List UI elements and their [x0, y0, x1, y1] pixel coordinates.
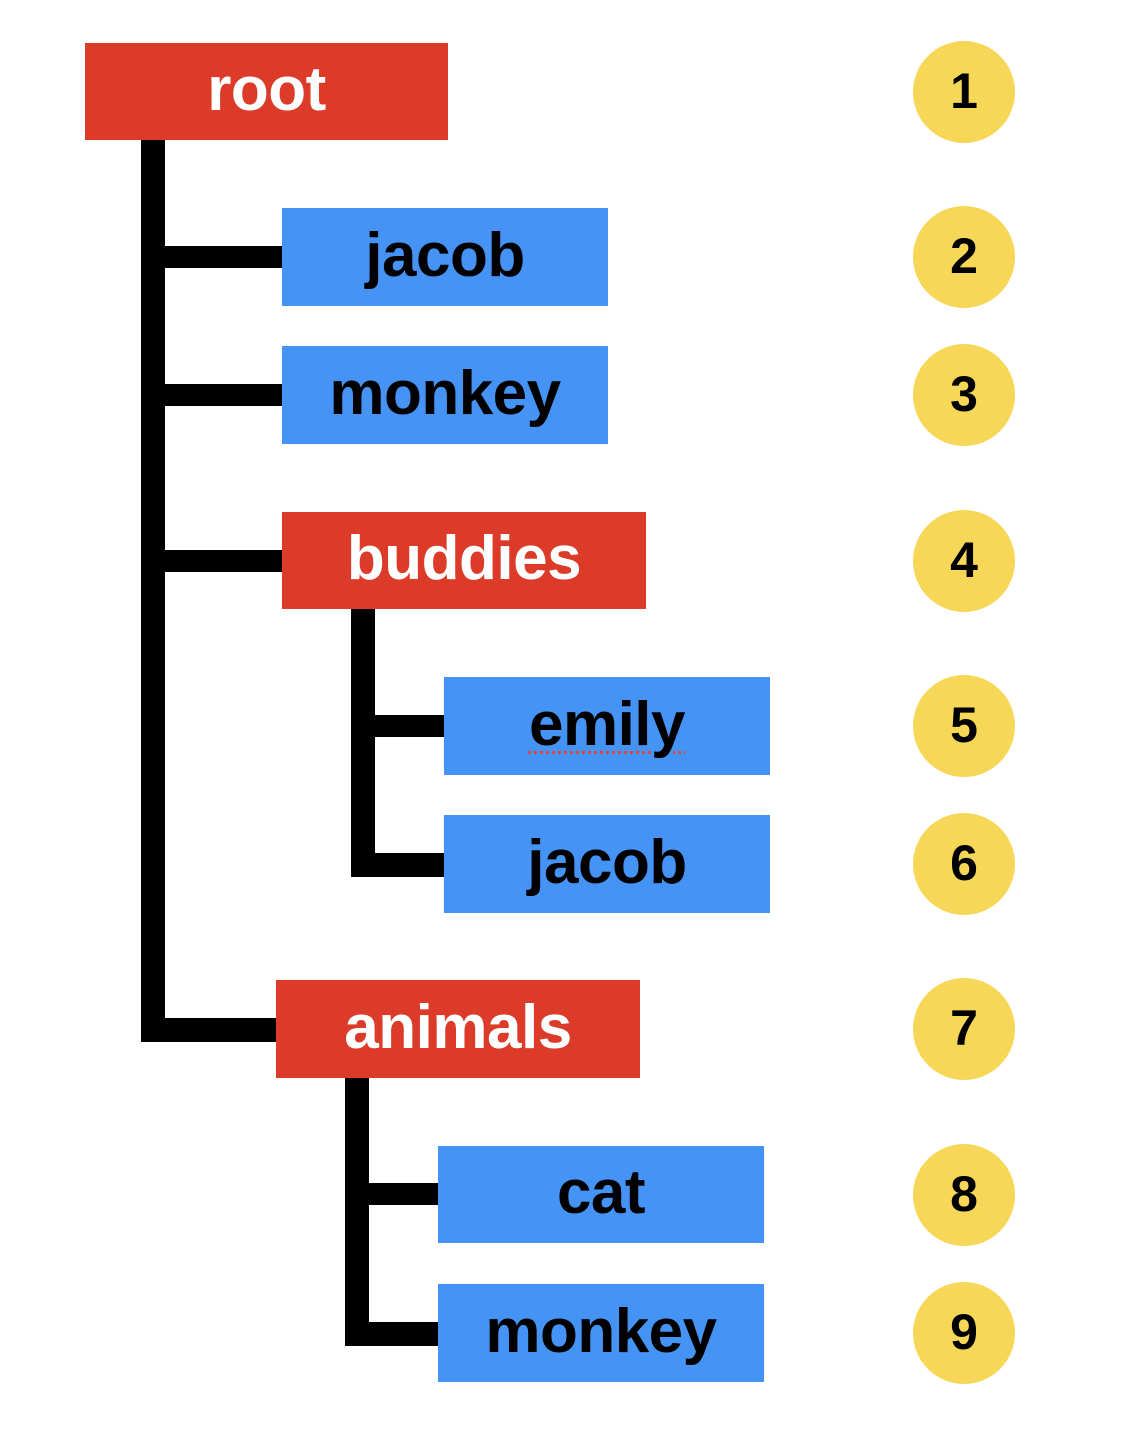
badge-number: 9 — [950, 1304, 978, 1360]
node-label: animals — [344, 992, 572, 1062]
node-animals-monkey: monkey — [438, 1284, 764, 1382]
branch-connector-buddies-jacob — [351, 853, 446, 877]
root-trunk-connector — [141, 139, 165, 1042]
node-label: buddies — [346, 524, 582, 593]
node-animals: animals — [276, 980, 640, 1078]
node-root: root — [85, 43, 448, 140]
number-badge-8: 8 — [913, 1144, 1015, 1246]
animals-trunk-connector — [345, 1076, 369, 1346]
number-badge-7: 7 — [913, 978, 1015, 1080]
node-monkey: monkey — [282, 346, 608, 444]
badge-number: 3 — [950, 366, 978, 422]
branch-connector-monkey — [141, 384, 284, 406]
badge-number: 6 — [950, 835, 978, 891]
badge-number: 8 — [950, 1166, 978, 1222]
branch-connector-animals-monkey — [345, 1322, 440, 1346]
node-jacob: jacob — [282, 208, 608, 306]
branch-connector-cat — [345, 1183, 440, 1205]
badge-number: 2 — [950, 228, 978, 284]
branch-connector-buddies — [141, 550, 284, 572]
number-badge-5: 5 — [913, 675, 1015, 777]
node-cat: cat — [438, 1146, 764, 1243]
node-emily: emily — [444, 677, 770, 775]
number-badge-6: 6 — [913, 813, 1015, 915]
badge-number: 7 — [950, 1000, 978, 1056]
badge-number: 4 — [950, 532, 978, 588]
number-badge-1: 1 — [913, 41, 1015, 143]
branch-connector-jacob — [141, 246, 284, 268]
number-badge-3: 3 — [913, 344, 1015, 446]
node-label: cat — [556, 1158, 646, 1227]
buddies-trunk-connector — [351, 607, 375, 877]
node-label: jacob — [365, 220, 525, 290]
number-badge-2: 2 — [913, 206, 1015, 308]
number-badge-4: 4 — [913, 510, 1015, 612]
badge-number: 5 — [950, 697, 978, 753]
node-label: root — [207, 55, 326, 124]
node-buddies-jacob: jacob — [444, 815, 770, 913]
branch-connector-animals — [141, 1018, 278, 1042]
node-label: emily — [528, 689, 686, 759]
node-label: monkey — [485, 1296, 717, 1366]
badge-number: 1 — [950, 63, 978, 119]
node-label: jacob — [527, 827, 687, 897]
node-buddies: buddies — [282, 512, 646, 609]
node-label: monkey — [329, 358, 561, 428]
branch-connector-emily — [351, 715, 446, 737]
number-badge-9: 9 — [913, 1282, 1015, 1384]
